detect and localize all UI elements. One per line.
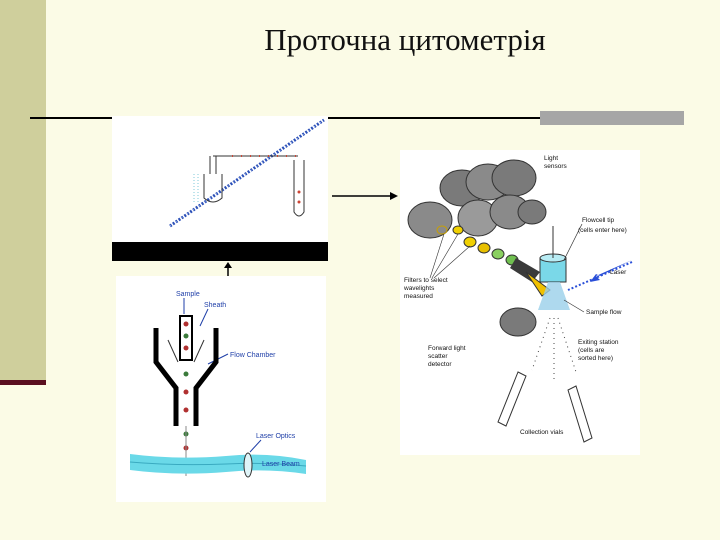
title-rule-right xyxy=(328,117,540,119)
label-flow-chamber: Flow Chamber xyxy=(230,352,276,359)
laser-optics-pointer xyxy=(249,439,262,453)
sheath-flow-1 xyxy=(167,339,179,363)
cell-1 xyxy=(183,321,189,327)
label-laser: Laser xyxy=(610,269,627,276)
label-sheath: Sheath xyxy=(204,302,226,309)
label-collection-vials: Collection vials xyxy=(520,429,564,436)
label-laser-optics: Laser Optics xyxy=(256,433,296,440)
collection-vials xyxy=(497,371,593,443)
label-light-sensors-2: sensors xyxy=(544,163,568,170)
sorting-droplets xyxy=(531,317,577,382)
arrow-right xyxy=(332,192,398,200)
filters-pointer-1 xyxy=(429,233,445,279)
light-sensors xyxy=(407,159,547,239)
slide-title: Проточна цитометрія xyxy=(264,22,546,57)
tube-drop-2 xyxy=(297,200,301,204)
cell-4 xyxy=(183,371,189,377)
sample-flow-stream xyxy=(538,282,570,310)
forward-scatter-detector xyxy=(499,307,537,337)
label-filters-2: wavelights xyxy=(403,285,435,292)
left-accent-bar-edge xyxy=(0,380,46,385)
label-laser-beam: Laser Beam xyxy=(262,461,300,468)
sheath-pointer xyxy=(199,308,209,327)
label-filters-1: Filters to select xyxy=(404,277,448,284)
flowcell-pointer xyxy=(563,223,583,261)
tube-drop-1 xyxy=(297,190,301,194)
cytometer-panel: Light sensors Flowcell tip (cells enter … xyxy=(400,150,640,455)
sample-flow-pointer xyxy=(563,299,585,313)
filters-pointer-2 xyxy=(431,233,459,279)
label-filters-3: measured xyxy=(404,293,433,300)
title-rule-left xyxy=(30,117,112,119)
base-band xyxy=(112,242,328,261)
laser-optics-lens xyxy=(243,452,253,478)
label-exiting-1: Exiting station xyxy=(578,339,619,346)
cytometer-diagram: Light sensors Flowcell tip (cells enter … xyxy=(403,155,633,443)
label-flowcell-tip-1: Flowcell tip xyxy=(582,217,615,224)
chamber-wall-left xyxy=(153,328,179,426)
sedimentation-panel xyxy=(112,116,328,261)
left-beaker-neck xyxy=(209,156,217,174)
cell-2 xyxy=(183,333,189,339)
laser-beam-line xyxy=(129,461,307,467)
filters-pointer-3 xyxy=(433,245,471,279)
optics-housing xyxy=(510,258,540,282)
label-forward-light-1: Forward light xyxy=(428,345,466,352)
label-flowcell-tip-2: (cells enter here) xyxy=(578,227,627,234)
cell-6 xyxy=(183,407,189,413)
chamber-wall-right xyxy=(193,328,219,426)
left-beaker xyxy=(203,174,223,203)
flow-chamber-diagram: Sample Sheath Flow Chamber Laser Optics … xyxy=(129,291,307,478)
label-sample-flow: Sample flow xyxy=(586,309,622,316)
sheath-flow-2 xyxy=(193,339,205,363)
label-forward-light-3: detector xyxy=(428,361,452,368)
label-sample: Sample xyxy=(176,291,200,298)
cell-3 xyxy=(183,345,189,351)
right-test-tube xyxy=(293,160,305,217)
cell-5 xyxy=(183,389,189,395)
label-exiting-3: sorted here) xyxy=(578,355,613,362)
label-light-sensors-1: Light xyxy=(544,155,558,162)
label-exiting-2: (cells are xyxy=(578,347,605,354)
inclined-capillary xyxy=(169,118,325,228)
label-forward-light-2: scatter xyxy=(428,353,448,360)
filter-beam-path xyxy=(436,225,551,297)
sample-tube xyxy=(179,315,193,361)
left-accent-bar xyxy=(0,0,46,385)
grey-accent-block xyxy=(540,111,684,125)
sedimentation-diagram xyxy=(112,118,328,261)
flow-chamber-panel: Sample Sheath Flow Chamber Laser Optics … xyxy=(116,276,326,502)
laser-arrow xyxy=(590,260,632,282)
